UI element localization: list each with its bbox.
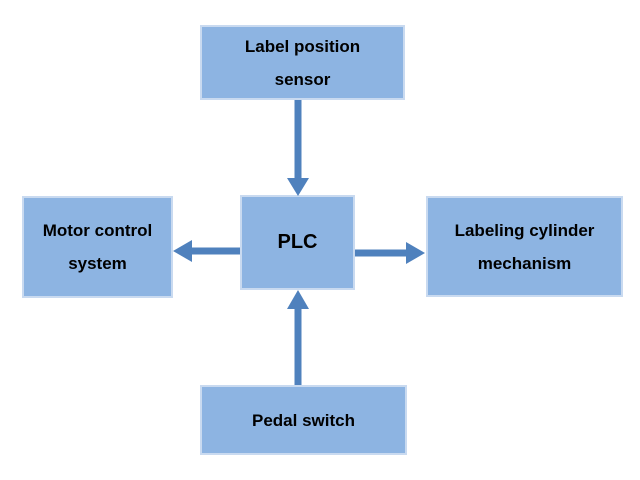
node-motor-control-system: Motor control system [22,196,173,298]
node-label: Labeling cylinder mechanism [454,220,595,273]
node-label-position-sensor: Label position sensor [200,25,405,100]
node-label: Label position sensor [244,36,361,89]
node-pedal-switch: Pedal switch [200,385,407,455]
arrow-plc-to-cylinder-right-icon [355,242,425,264]
arrow-pedal-to-plc-up-icon [287,290,309,385]
arrow-sensor-to-plc-down-icon [287,100,309,196]
node-label: Motor control system [42,221,153,273]
node-label: Pedal switch [252,410,355,430]
node-labeling-cylinder-mechanism: Labeling cylinder mechanism [426,196,623,297]
node-plc: PLC [240,195,355,290]
arrow-plc-to-motor-left-icon [173,240,240,262]
node-label: PLC [277,231,318,253]
